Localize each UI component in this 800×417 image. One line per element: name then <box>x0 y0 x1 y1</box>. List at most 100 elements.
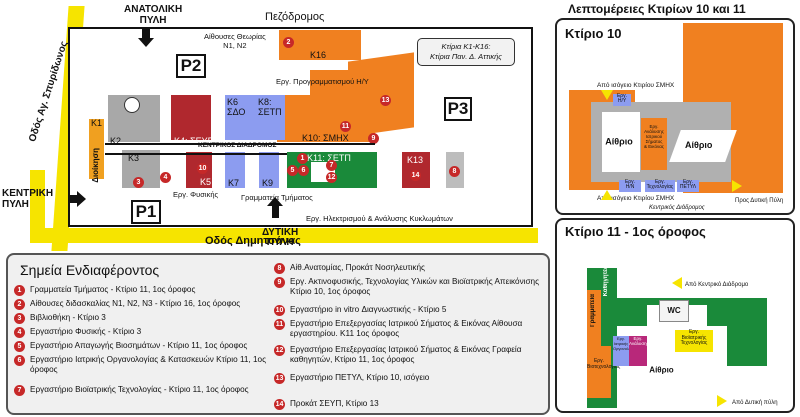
legend-item-text: Εργαστήριο in vitro Διαγνωστικής - Κτίρι… <box>290 305 447 314</box>
b11-wc[interactable]: WC <box>659 300 689 322</box>
gate-east-arrow-head-icon <box>138 38 154 47</box>
poi-14-icon[interactable]: 14 <box>410 170 421 181</box>
b10-to-central: Κεντρικός Διάδρομος <box>649 205 705 211</box>
building10-panel: Κτίριο 10 Αίθριο Αίθριο Εργ. Ανάλυσης Ια… <box>555 18 795 215</box>
gate-east-label: ΑΝΑΤΟΛΙΚΗ ΠΥΛΗ <box>124 4 183 26</box>
road-dimitsanas <box>30 228 538 243</box>
b10-to-west: Προς Δυτική Πύλη <box>735 198 784 204</box>
b10-atrium-left-label: Αίθριο <box>605 136 633 147</box>
poi-9-icon[interactable]: 9 <box>368 133 379 144</box>
building-k4-label: K4: ΣΕΥΠ <box>174 136 215 146</box>
b11-secretariat-label: Γραμματεία <box>590 294 596 327</box>
building-k9-label: K9 <box>262 178 274 188</box>
b10-lab-petyl[interactable]: Εργ. ΠΕΤΥΛ <box>677 180 699 192</box>
poi-10-icon[interactable]: 10 <box>197 163 208 174</box>
building-k9[interactable] <box>259 152 279 188</box>
b10-lab-hn[interactable]: Εργ. Η/Ν <box>619 180 641 192</box>
legend-poi-icon: 13 <box>274 373 285 384</box>
building11-panel: Κτίριο 11 - 1ος όροφος WC Γραμματεία Καθ… <box>555 218 795 413</box>
parking-p1: P1 <box>131 200 161 224</box>
b11-green-right <box>727 326 767 366</box>
building-k10-annex-a[interactable] <box>310 70 348 100</box>
legend-item-text: Εργ. Ακτινοφυσικής, Τεχνολογίας Υλικών κ… <box>290 277 540 296</box>
legend-poi-icon: 10 <box>274 305 285 316</box>
legend-poi-icon: 8 <box>274 263 285 274</box>
building-k8[interactable] <box>255 95 285 140</box>
building-admin[interactable] <box>89 146 104 179</box>
b11-atrium-label: Αίθριο <box>649 365 674 375</box>
building-k6[interactable] <box>225 95 255 140</box>
b11-lab-biomed[interactable]: Εργ. Βιοϊατρικής Τεχνολογίας <box>675 329 713 352</box>
building-k4[interactable] <box>171 95 211 140</box>
building-k11-label: K11: ΣΕΤΠ <box>307 153 351 163</box>
electrical-lab-label: Εργ. Ηλεκτρισμού & Ανάλυσης Κυκλωμάτων <box>306 214 453 223</box>
legend-item-text: Γραμματεία Τμήματος - Κτίριο 11, 1ος όρο… <box>30 285 196 294</box>
poi-7-icon[interactable]: 7 <box>326 160 337 171</box>
legend-poi-icon: 2 <box>14 299 25 310</box>
b11-from-west: Από Δυτική πύλη <box>732 400 778 406</box>
street-pedestrian: Πεζόδρομος <box>265 11 325 23</box>
parking-p3: P3 <box>444 97 472 121</box>
b11-secretariat[interactable] <box>587 290 601 346</box>
admin-label: Διοίκηση <box>91 148 100 183</box>
building-k2-label: K2 <box>110 136 122 146</box>
central-corridor-label: ΚΕΝΤΡΙΚΟΣ ΔΙΑΔΡΟΜΟΣ <box>198 142 277 149</box>
legend-poi-icon: 14 <box>274 399 285 410</box>
buildings-note: Κτίρια Κ1-Κ16: Κτίρια Παν. Δ. Αττικής <box>417 38 515 66</box>
gate-central-arrow-icon <box>68 195 77 203</box>
b11-arrow-right-icon <box>717 395 727 407</box>
legend-item-text: Εργαστήριο Βιοϊατρικής Τεχνολογίας - Κτί… <box>30 385 249 394</box>
building-k1[interactable] <box>89 119 104 146</box>
poi-3-icon[interactable]: 3 <box>133 177 144 188</box>
legend-item-text: Προκάτ ΣΕΥΠ, Κτίριο 13 <box>290 399 379 408</box>
poi-6-icon[interactable]: 6 <box>298 165 309 176</box>
building-k10-label: K10: ΣΜΗΧ <box>302 133 349 143</box>
legend-poi-icon: 6 <box>14 355 25 366</box>
b10-arrow-right-icon <box>732 180 742 192</box>
parking-p2: P2 <box>176 54 206 78</box>
b10-lab-tech[interactable]: Εργ. Τεχνολογίας <box>645 179 675 192</box>
restaurant-icon <box>124 97 140 113</box>
legend-item-text: Αίθ.Ανατομίας, Προκάτ Νοσηλευτικής <box>290 263 425 272</box>
legend-poi-icon: 3 <box>14 313 25 324</box>
legend-poi-icon: 9 <box>274 277 285 288</box>
legend-poi-icon: 12 <box>274 345 285 356</box>
b11-lab-biotech[interactable]: Εργ. Βιοτεχνολογίας <box>587 346 620 398</box>
building-k8-label: K8: ΣΕΤΠ <box>258 97 282 117</box>
legend-poi-icon: 4 <box>14 327 25 338</box>
poi-1-icon[interactable]: 1 <box>297 153 308 164</box>
building-k10-annex-b[interactable] <box>348 52 414 137</box>
poi-12-icon[interactable]: 12 <box>326 172 337 183</box>
b11-from-central: Από Κεντρικό Διάδρομο <box>685 282 749 288</box>
poi-2-icon[interactable]: 2 <box>283 37 294 48</box>
poi-8-icon[interactable]: 8 <box>449 166 460 177</box>
legend-poi-icon: 5 <box>14 341 25 352</box>
legend-title: Σημεία Ενδιαφέροντος <box>20 262 160 278</box>
gate-east-arrow-icon <box>142 28 150 38</box>
b10-lab-small[interactable]: Εργ. Ανάλυσης Ιατρικού Σήματος & Εικόνας <box>641 118 667 170</box>
poi-4-icon[interactable]: 4 <box>160 172 171 183</box>
theory-halls-label: Αίθουσες Θεωρίας N1, N2 <box>204 32 266 50</box>
poi-5-icon[interactable]: 5 <box>287 165 298 176</box>
gate-central-label: ΚΕΝΤΡΙΚΗ ΠΥΛΗ <box>2 188 54 210</box>
b11-lab-analysis[interactable]: Εργ. Ανάλυσης <box>629 336 649 366</box>
building-k5-label: K5 <box>200 177 212 187</box>
building10-title: Κτίριο 10 <box>565 26 622 41</box>
building-k7[interactable] <box>225 152 245 188</box>
poi-13-icon[interactable]: 13 <box>380 95 391 106</box>
poi-11-icon[interactable]: 11 <box>340 121 351 132</box>
legend-poi-icon: 11 <box>274 319 285 330</box>
legend-item-text: Εργαστήριο ΠΕΤΥΛ, Κτίριο 10, ισόγειο <box>290 373 430 382</box>
gate-west-arrow-head-icon <box>267 197 283 206</box>
street-dimitsanas: Οδός Δημητσάνας <box>205 235 301 247</box>
legend-item-text: Εργαστήριο Επεξεργασίας Ιατρικού Σήματος… <box>290 319 523 338</box>
b11-lab-instr[interactable]: Εργ. Ιατρικής Οργανολογίας <box>613 336 638 366</box>
legend-item-text: Εργαστήριο Ιατρικής Οργανολογίας & Κατασ… <box>30 355 267 374</box>
b10-lab-hy[interactable]: Εργ. Η/Υ <box>613 94 631 106</box>
gate-central-arrow-head-icon <box>77 191 86 207</box>
b10-atrium-left <box>602 112 640 172</box>
legend-item-text: Εργαστήριο Φυσικής - Κτίριο 3 <box>30 327 142 336</box>
legend-item-text: Αίθουσες διδασκαλίας N1, N2, N3 - Κτίριο… <box>30 299 241 308</box>
